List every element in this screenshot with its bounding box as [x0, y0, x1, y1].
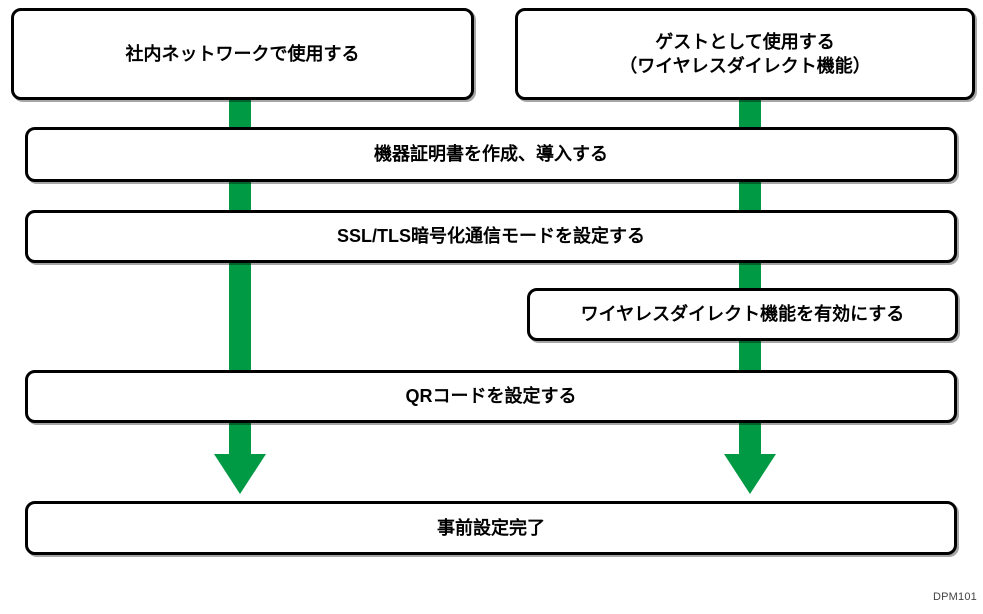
- entry-box-guest-label-line1: ゲストとして使用する: [655, 31, 835, 52]
- step-box-device-certificate-label: 機器証明書を作成、導入する: [374, 144, 608, 165]
- right-flow-connector: [739, 96, 761, 455]
- entry-box-guest-wireless-direct: ゲストとして使用する （ワイヤレスダイレクト機能）: [515, 8, 975, 100]
- figure-id-label: DPM101: [933, 591, 977, 603]
- step-box-qr-code: QRコードを設定する: [25, 370, 957, 423]
- step-box-device-certificate: 機器証明書を作成、導入する: [25, 127, 957, 182]
- step-box-qr-code-label: QRコードを設定する: [405, 386, 577, 407]
- left-flow-connector: [229, 96, 251, 455]
- entry-box-internal-network-label: 社内ネットワークで使用する: [125, 43, 360, 64]
- right-down-arrow-icon: [724, 454, 776, 494]
- entry-box-internal-network: 社内ネットワークで使用する: [11, 8, 474, 100]
- final-box-setup-complete-label: 事前設定完了: [437, 517, 545, 538]
- entry-box-guest-label-line2: （ワイヤレスダイレクト機能）: [619, 56, 871, 76]
- left-down-arrow-icon: [214, 454, 266, 494]
- step-box-ssl-tls-mode-label: SSL/TLS暗号化通信モードを設定する: [336, 226, 645, 247]
- final-box-setup-complete: 事前設定完了: [25, 501, 957, 555]
- step-box-enable-wireless-direct: ワイヤレスダイレクト機能を有効にする: [527, 288, 958, 341]
- step-box-enable-wireless-direct-label: ワイヤレスダイレクト機能を有効にする: [580, 304, 905, 325]
- step-box-ssl-tls-mode: SSL/TLS暗号化通信モードを設定する: [25, 210, 957, 263]
